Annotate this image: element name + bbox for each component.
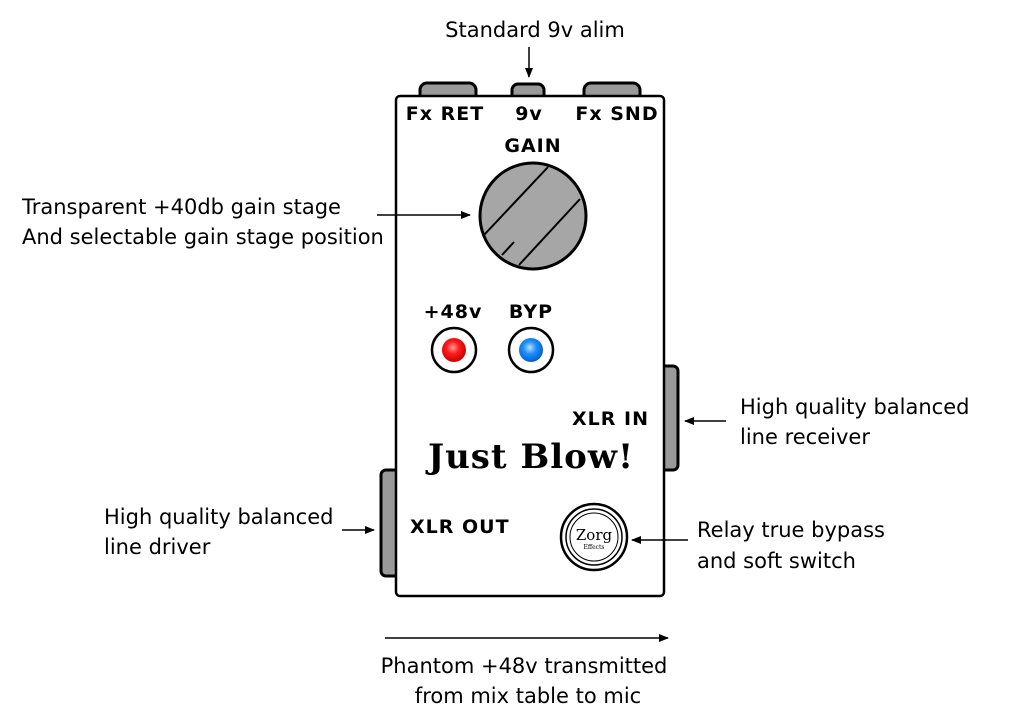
logo-sub-text: Effects: [583, 544, 604, 551]
footswitch-callout-line1: Relay true bypass: [697, 518, 885, 542]
bypass-led: [507, 326, 555, 374]
bypass-led-label: BYP: [509, 301, 553, 323]
xlr-out-callout-line1: High quality balanced: [104, 505, 333, 529]
logo-main-text: Zorg: [576, 526, 613, 544]
power-jack-label: 9v: [515, 103, 543, 125]
xlr-in-callout-line1: High quality balanced: [740, 395, 969, 419]
gain-knob[interactable]: [478, 161, 588, 271]
gain-knob-label: GAIN: [504, 135, 561, 157]
gain-callout-line1: Transparent +40db gain stage: [21, 195, 341, 219]
gain-callout-line2: And selectable gain stage position: [22, 225, 384, 249]
xlr-in-callout-line2: line receiver: [740, 425, 870, 449]
phantom-callout-line2: from mix table to mic: [415, 684, 641, 708]
phantom-led: [430, 326, 478, 374]
xlr-out-label: XLR OUT: [410, 516, 510, 538]
xlr-in-label: XLR IN: [572, 408, 649, 430]
power-callout: Standard 9v alim: [445, 18, 625, 42]
phantom-callout-line1: Phantom +48v transmitted: [381, 654, 668, 678]
xlr-out-callout-line2: line driver: [104, 535, 211, 559]
fx-snd-label: Fx SND: [575, 103, 658, 125]
phantom-led-label: +48v: [424, 301, 483, 323]
footswitch[interactable]: [559, 502, 629, 572]
fx-ret-label: Fx RET: [406, 103, 484, 125]
footswitch-callout-line2: and soft switch: [697, 549, 856, 573]
pedal-title: Just Blow!: [425, 437, 634, 477]
